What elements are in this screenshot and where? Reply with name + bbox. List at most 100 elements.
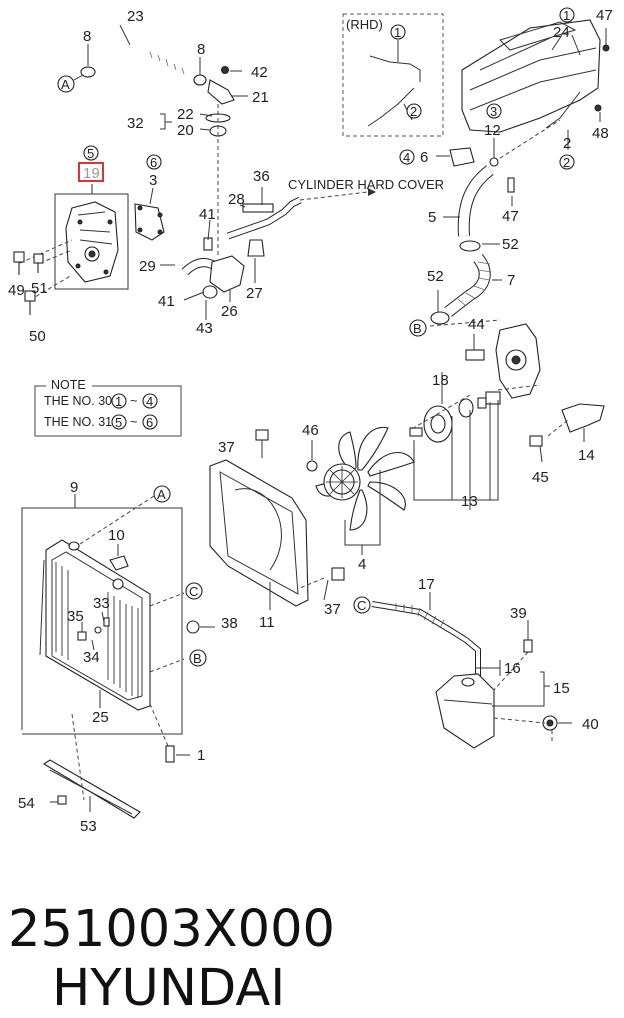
callout-51: 51 xyxy=(31,280,48,297)
note-line1-num: 30 xyxy=(98,394,112,408)
circled-5: 5 xyxy=(87,146,94,161)
callout-14: 14 xyxy=(578,447,595,464)
callout-22: 22 xyxy=(177,106,194,123)
note-tilde: ~ xyxy=(130,394,137,408)
callout-16: 16 xyxy=(504,660,521,677)
ref-b: B xyxy=(413,321,422,336)
radiator-assembly xyxy=(21,494,215,763)
bypass-pipe-group xyxy=(160,187,376,320)
note-line1-prefix: THE NO. xyxy=(44,394,95,408)
note-line1-to: 4 xyxy=(146,394,153,409)
ref-c: C xyxy=(189,584,198,599)
note-line2-num: 31 xyxy=(98,415,112,429)
callout-23: 23 xyxy=(127,8,144,25)
callout-50: 50 xyxy=(29,328,46,345)
callout-41: 41 xyxy=(199,206,216,223)
upper-hose-group xyxy=(80,24,248,255)
cylinder-hard-cover-label: CYLINDER HARD COVER xyxy=(288,177,444,192)
callout-5: 5 xyxy=(428,209,436,226)
fan-drive-group xyxy=(409,323,605,510)
note-text: NOTE THE NO. 30 1 ~ 4 THE NO. 31 5 ~ 6 xyxy=(44,378,158,430)
callout-47: 47 xyxy=(502,208,519,225)
note-line2-prefix: THE NO. xyxy=(44,415,95,429)
callout-17: 17 xyxy=(418,576,435,593)
callout-4: 4 xyxy=(358,556,366,573)
callout-37: 37 xyxy=(218,439,235,456)
callout-36: 36 xyxy=(253,168,270,185)
callout-41: 41 xyxy=(158,293,175,310)
callout-13: 13 xyxy=(461,493,478,510)
rhd-label: (RHD) xyxy=(346,17,383,32)
callout-25: 25 xyxy=(92,709,109,726)
note-box xyxy=(34,378,182,437)
callout-28: 28 xyxy=(228,191,245,208)
callout-19: 19 xyxy=(83,165,100,182)
callout-3: 3 xyxy=(149,172,157,189)
callout-20: 20 xyxy=(177,122,194,139)
callout-7: 7 xyxy=(507,272,515,289)
callout-11: 11 xyxy=(259,614,275,631)
callout-42: 42 xyxy=(251,64,268,81)
callout-21: 21 xyxy=(252,89,269,106)
callout-52: 52 xyxy=(502,236,519,253)
note-line1-from: 1 xyxy=(115,394,122,409)
circled-2: 2 xyxy=(563,155,570,170)
ref-b: B xyxy=(193,651,202,666)
note-tilde: ~ xyxy=(130,415,137,429)
engine-cylinder-head xyxy=(461,19,610,163)
callout-18: 18 xyxy=(432,372,449,389)
callout-37: 37 xyxy=(324,601,341,618)
ref-a: A xyxy=(61,77,70,92)
callout-54: 54 xyxy=(18,795,35,812)
callout-2: 2 xyxy=(563,135,571,152)
callout-29: 29 xyxy=(139,258,156,275)
callout-45: 45 xyxy=(532,469,549,486)
cooling-system-exploded-diagram: 23 8 8 42 21 22 32 20 19 3 41 28 36 29 4… xyxy=(8,7,613,835)
note-title: NOTE xyxy=(51,378,86,392)
callout-34: 34 xyxy=(83,649,100,666)
callout-15: 15 xyxy=(553,680,570,697)
callout-53: 53 xyxy=(80,818,97,835)
note-line2-to: 6 xyxy=(146,415,153,430)
part-number: 251003X000 xyxy=(8,900,335,959)
circled-1: 1 xyxy=(563,8,570,23)
callout-8: 8 xyxy=(83,28,91,45)
callout-12: 12 xyxy=(484,122,501,139)
radiator-hose-group xyxy=(429,138,515,327)
circled-6: 6 xyxy=(150,155,157,170)
reservoir-group xyxy=(371,592,572,749)
callout-1: 1 xyxy=(197,747,205,764)
callout-38: 38 xyxy=(221,615,238,632)
callout-48: 48 xyxy=(592,125,609,142)
callout-44: 44 xyxy=(468,316,485,333)
brand-name: HYUNDAI xyxy=(52,959,286,1018)
cooling-fan xyxy=(306,426,415,555)
circled-2: 2 xyxy=(410,104,417,119)
circled-callouts: 5 6 1 2 3 1 2 4 xyxy=(83,7,575,170)
water-pump-assembly xyxy=(13,162,165,315)
callout-52: 52 xyxy=(427,268,444,285)
callout-27: 27 xyxy=(246,285,263,302)
callout-26: 26 xyxy=(221,303,238,320)
ref-a: A xyxy=(157,487,166,502)
callout-43: 43 xyxy=(196,320,213,337)
reference-markers: A B A C B C xyxy=(57,74,427,667)
callout-47: 47 xyxy=(596,7,613,24)
callout-labels: 23 8 8 42 21 22 32 20 19 3 41 28 36 29 4… xyxy=(8,7,613,835)
fan-shroud xyxy=(209,429,345,610)
callout-46: 46 xyxy=(302,422,319,439)
callout-39: 39 xyxy=(510,605,527,622)
callout-35: 35 xyxy=(67,608,84,625)
svg-text:THE NO. 31: THE NO. 31 xyxy=(44,415,112,429)
callout-8: 8 xyxy=(197,41,205,58)
ref-c: C xyxy=(357,598,366,613)
callout-9: 9 xyxy=(70,479,78,496)
circled-3: 3 xyxy=(490,104,497,119)
callout-40: 40 xyxy=(582,716,599,733)
callout-6: 6 xyxy=(420,149,428,166)
circled-1: 1 xyxy=(394,25,401,40)
callout-49: 49 xyxy=(8,282,25,299)
lower-guard xyxy=(42,713,141,819)
note-line2-from: 5 xyxy=(115,415,122,430)
